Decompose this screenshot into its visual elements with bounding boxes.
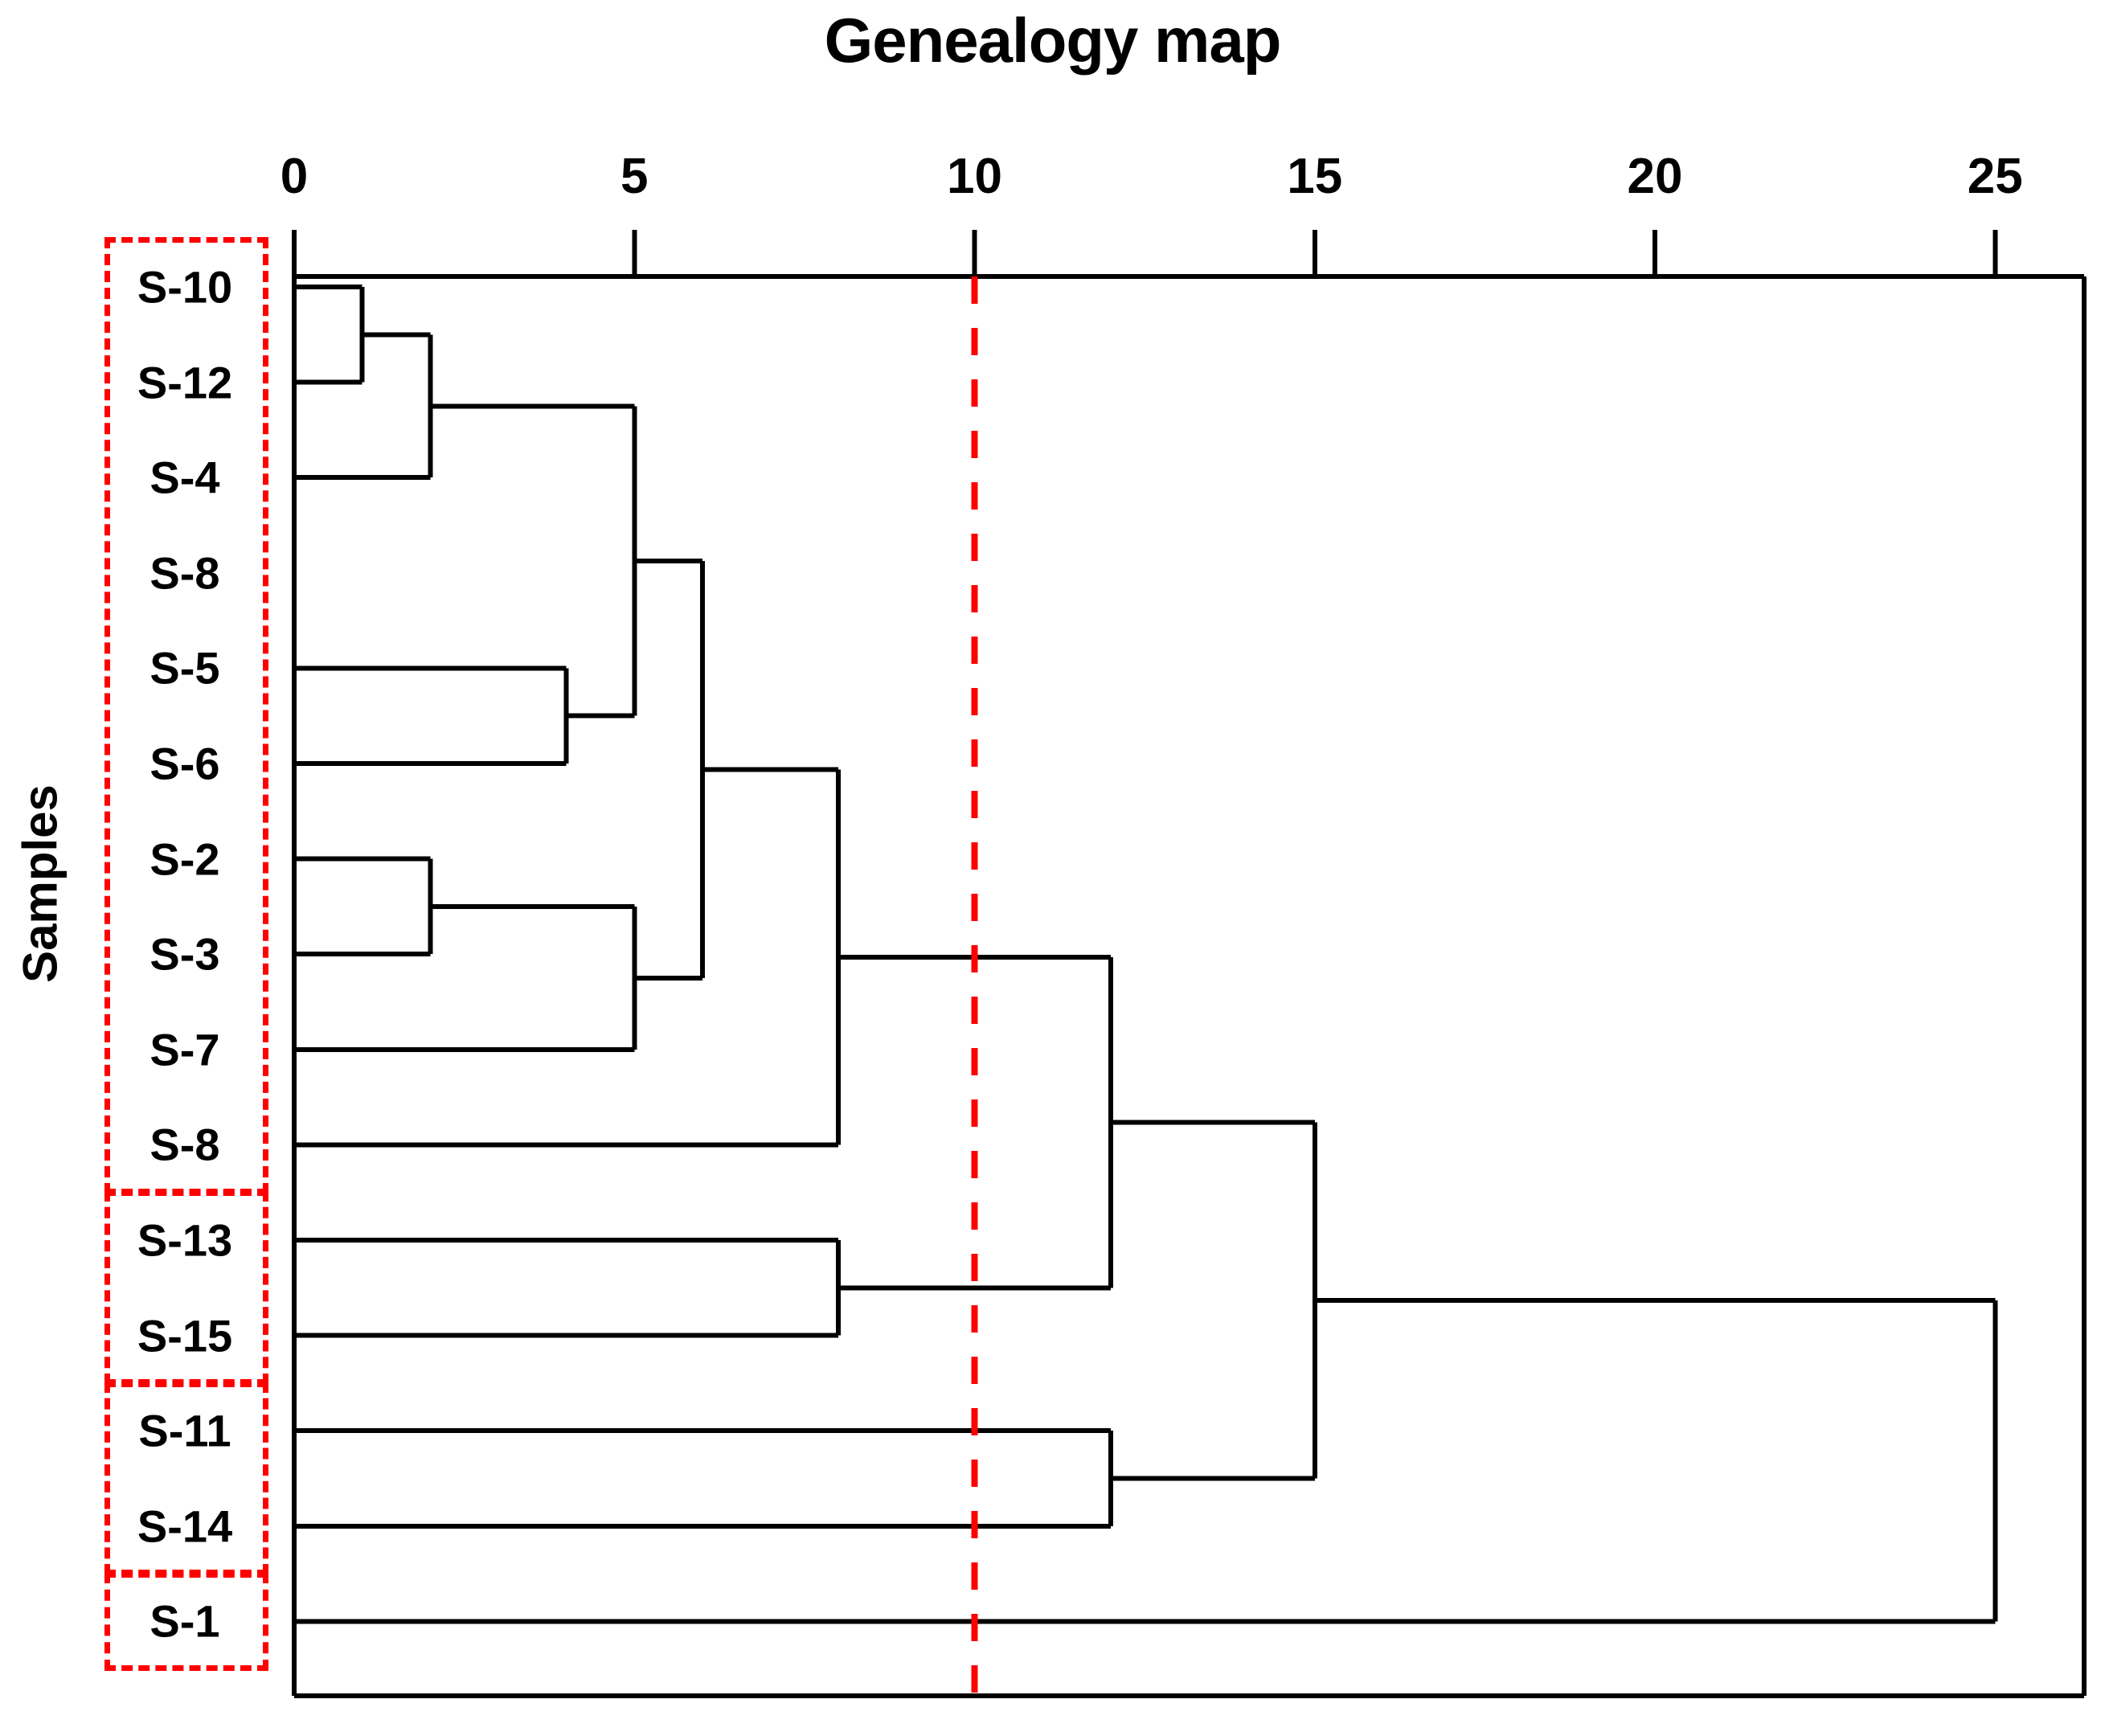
- cluster-3-box: [104, 1381, 268, 1576]
- leaf-label-s-15-11: S-15: [137, 1310, 233, 1361]
- leaf-label-s-13-10: S-13: [137, 1214, 233, 1266]
- x-tick-label-20: 20: [1627, 149, 1683, 204]
- cluster-2-box: [104, 1190, 268, 1386]
- leaf-label-s-5-4: S-5: [149, 642, 220, 694]
- leaf-label-s-1-14: S-1: [149, 1595, 220, 1647]
- leaf-label-s-10-0: S-10: [137, 261, 233, 313]
- leaf-label-s-11-12: S-11: [138, 1405, 231, 1456]
- x-tick-label-15: 15: [1287, 149, 1343, 204]
- leaf-label-s-3-7: S-3: [149, 928, 220, 980]
- leaf-label-s-8-3: S-8: [149, 547, 220, 599]
- leaf-label-s-12-1: S-12: [137, 357, 233, 408]
- leaf-label-s-2-6: S-2: [149, 833, 220, 885]
- x-tick-label-10: 10: [947, 149, 1002, 204]
- x-tick-label-0: 0: [280, 149, 309, 204]
- leaf-label-s-14-13: S-14: [137, 1501, 233, 1552]
- x-tick-label-5: 5: [620, 149, 649, 204]
- page-title: Genealogy map: [824, 5, 1282, 76]
- cluster-4-box: [104, 1571, 268, 1672]
- leaf-label-s-6-5: S-6: [149, 738, 220, 789]
- cluster-1-box: [104, 237, 268, 1195]
- leaf-label-s-7-8: S-7: [149, 1024, 220, 1075]
- leaf-label-s-4-2: S-4: [149, 452, 220, 503]
- x-tick-label-25: 25: [1967, 149, 2023, 204]
- leaf-label-s-8-9: S-8: [149, 1119, 220, 1170]
